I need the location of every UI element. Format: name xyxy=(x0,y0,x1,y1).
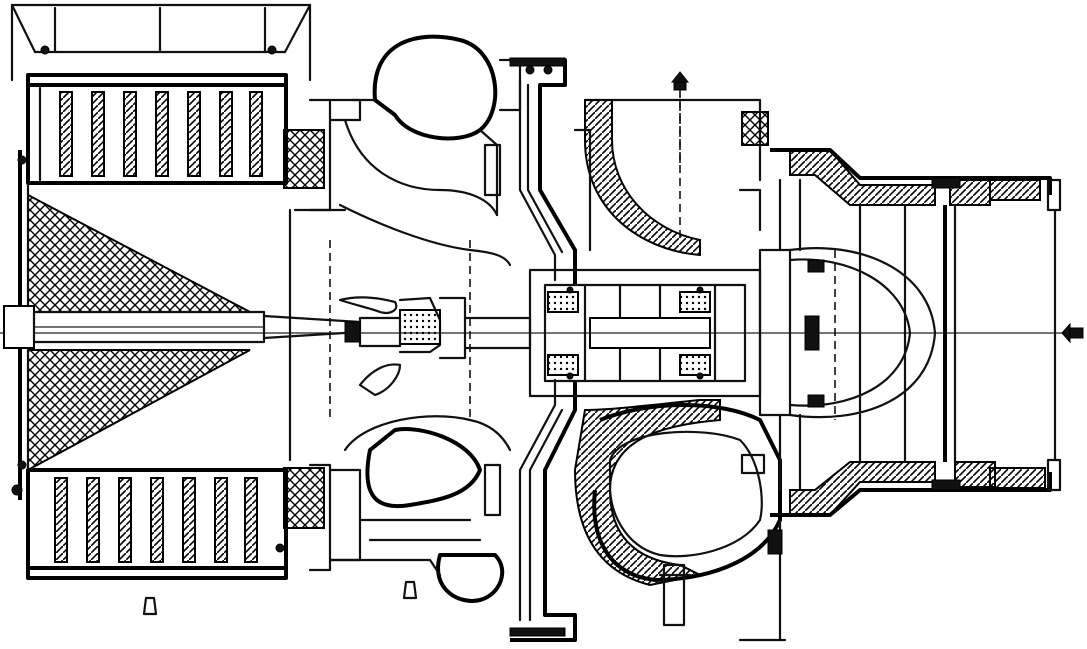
turbine-outlet-insulation-upper xyxy=(584,99,701,257)
turbine-exhaust-duct xyxy=(583,98,762,182)
section-markers xyxy=(142,580,418,616)
impeller-nose xyxy=(399,309,441,345)
silencer-flange-lower xyxy=(283,467,325,529)
turbine-drain-stub xyxy=(662,563,686,627)
impeller-shaft-end xyxy=(344,316,532,350)
silencer-cone-lower xyxy=(27,349,251,472)
gas-inlet-casing xyxy=(770,148,1062,517)
section-marker-middle xyxy=(402,580,418,600)
compressor-volute-lower xyxy=(365,427,482,509)
silencer-cone-upper xyxy=(27,193,251,313)
silencer-flange-upper xyxy=(283,129,325,189)
silencer-baffles-bottom xyxy=(54,477,258,563)
diffuser-wall-lower xyxy=(510,380,577,642)
air-inlet-arrow xyxy=(1061,322,1084,344)
turbine-nose-cone xyxy=(788,247,937,419)
compressor-volute-lower-small xyxy=(436,553,505,603)
impeller-inducer-blade-lower xyxy=(358,363,402,397)
compressor-volute-upper xyxy=(372,34,498,141)
inlet-silencer xyxy=(3,3,362,580)
gas-outlet-arrow xyxy=(670,71,690,165)
section-marker-left xyxy=(142,596,158,616)
turbine-rotor xyxy=(758,178,937,492)
turbine-housing xyxy=(573,98,787,642)
impeller-inducer-blade-upper xyxy=(338,296,398,314)
turbine-volute-lower xyxy=(592,403,782,582)
silencer-baffles-top xyxy=(38,86,263,182)
